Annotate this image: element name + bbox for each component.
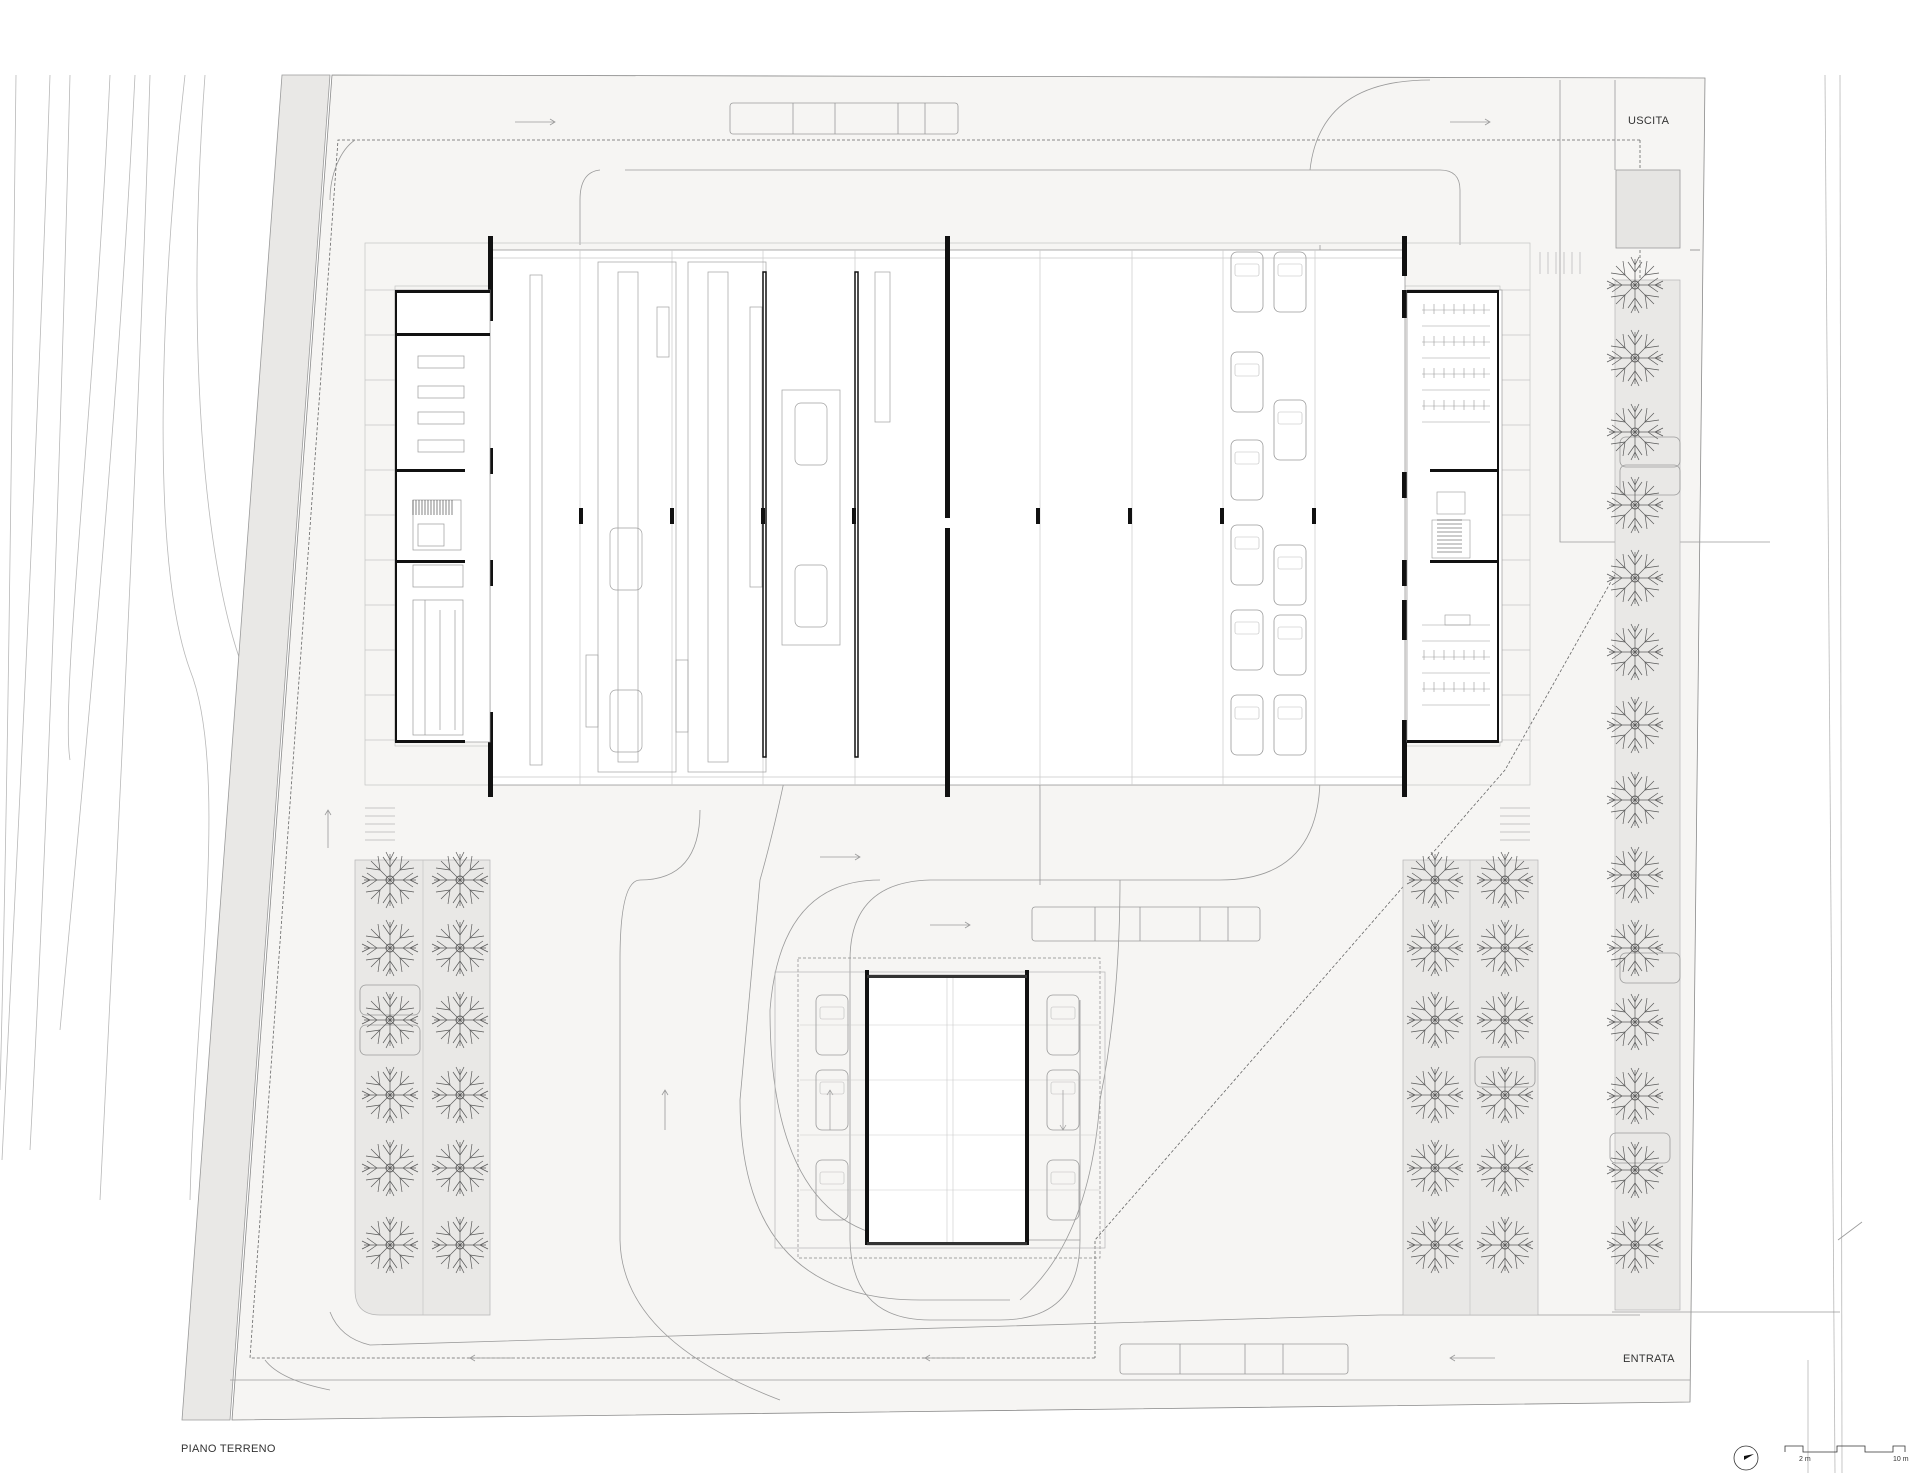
road-strip bbox=[181, 74, 331, 1421]
drawing-title: PIANO TERRENO bbox=[181, 1443, 276, 1455]
lane-arrows bbox=[324, 118, 1495, 1362]
west-service-block bbox=[394, 289, 491, 743]
driveway-curves bbox=[230, 79, 1690, 1401]
scale-bar: 2 m 10 m bbox=[1733, 1440, 1913, 1470]
stair-icon bbox=[412, 500, 453, 515]
scale-tick-2m: 2 m bbox=[1799, 1456, 1811, 1463]
dashed-boundary bbox=[249, 139, 1640, 1359]
exit-label: USCITA bbox=[1628, 115, 1670, 127]
hall-columns bbox=[579, 508, 1316, 524]
south-pavilion bbox=[774, 957, 1106, 1259]
scale-tick-10m: 10 m bbox=[1893, 1456, 1909, 1463]
north-arrow-icon bbox=[1733, 1445, 1759, 1471]
west-planting bbox=[354, 252, 1581, 1316]
east-planting bbox=[1402, 851, 1539, 1316]
terrain-contours bbox=[0, 74, 1843, 1473]
structural-walls bbox=[488, 236, 1407, 797]
exit-lines bbox=[1559, 80, 1863, 1313]
parked-buses bbox=[729, 102, 1349, 1375]
entrance-label: ENTRATA bbox=[1623, 1353, 1675, 1365]
east-tree-row bbox=[1606, 256, 1681, 1311]
east-service-block bbox=[1406, 289, 1503, 743]
